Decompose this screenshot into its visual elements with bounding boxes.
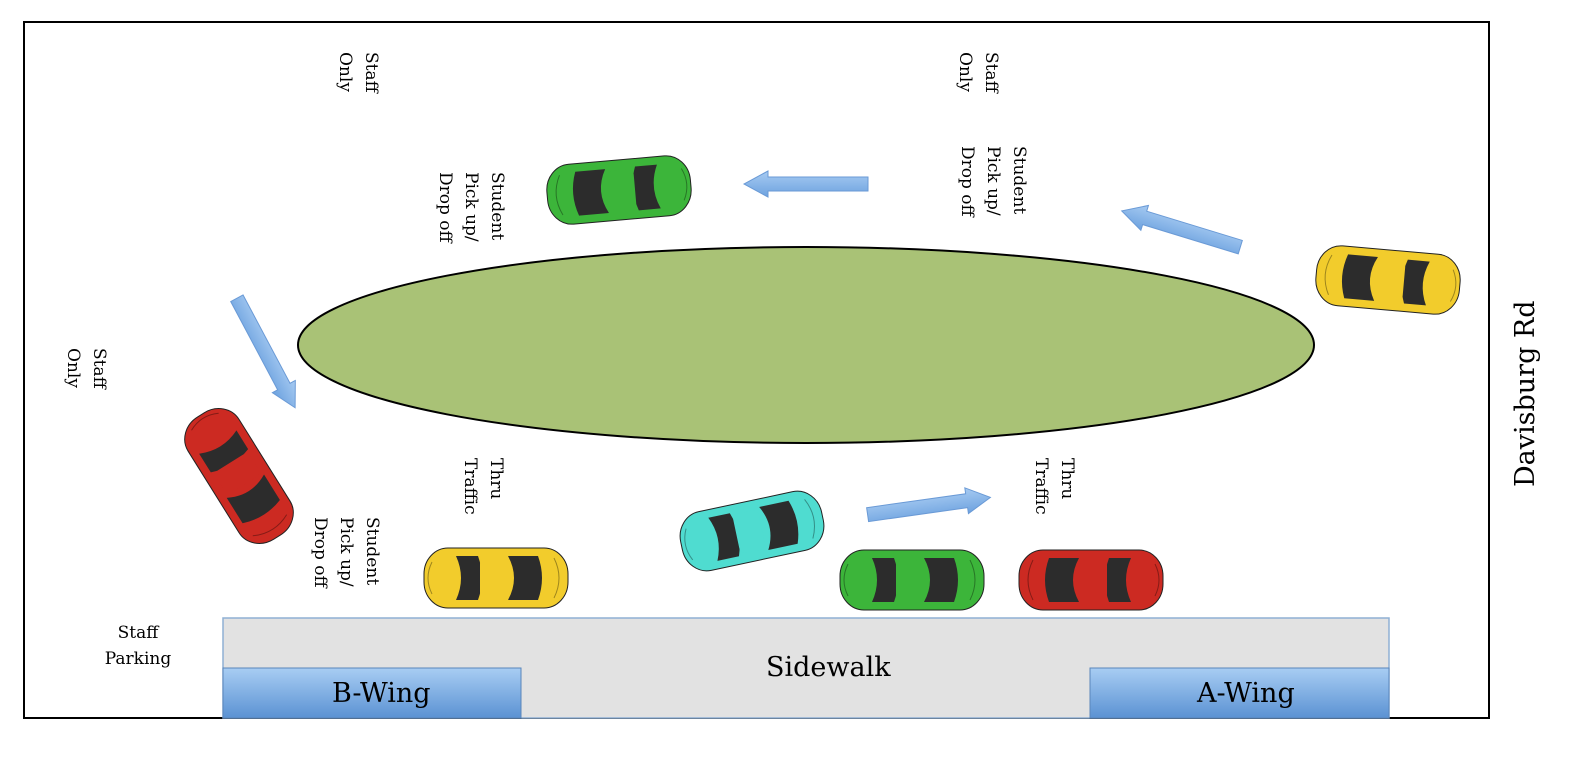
car-red-bottom <box>1018 549 1164 611</box>
car-green-bottom <box>839 549 985 611</box>
a-wing-block <box>1089 667 1390 719</box>
staff-parking-label: Staff Parking <box>104 623 172 669</box>
car-cyan-bottom <box>679 490 825 572</box>
traffic-arrow-bottom <box>866 487 992 523</box>
car-green-top <box>546 155 692 225</box>
b-wing-block <box>222 667 522 719</box>
thru-traffic-label-left: Thru Traffic <box>460 458 506 515</box>
staff-only-label-left: Staff Only <box>63 348 109 389</box>
a-wing-label: A-Wing <box>1197 678 1295 709</box>
student-pickup-label-top-left: Student Pick up/ Drop off <box>435 172 507 243</box>
thru-traffic-label-right: Thru Traffic <box>1031 458 1077 515</box>
sidewalk-label: Sidewalk <box>766 652 891 683</box>
traffic-arrow-top-right <box>1120 204 1243 255</box>
student-pickup-label-bottom-text: Student Pick up/ Drop off <box>310 517 382 588</box>
car-yellow-right <box>1315 245 1461 315</box>
center-island <box>297 246 1315 444</box>
staff-only-label-top-right: Staff Only <box>955 52 1001 93</box>
student-pickup-label-top-right: Student Pick up/ Drop off <box>957 146 1029 217</box>
car-red-left <box>184 408 294 544</box>
staff-only-label-top-left: Staff Only <box>335 52 381 93</box>
road-label: Davisburg Rd <box>1510 300 1541 487</box>
traffic-arrow-left <box>230 294 296 409</box>
traffic-arrow-top <box>742 170 869 198</box>
car-yellow-bottom <box>423 547 569 609</box>
b-wing-label: B-Wing <box>332 678 431 709</box>
